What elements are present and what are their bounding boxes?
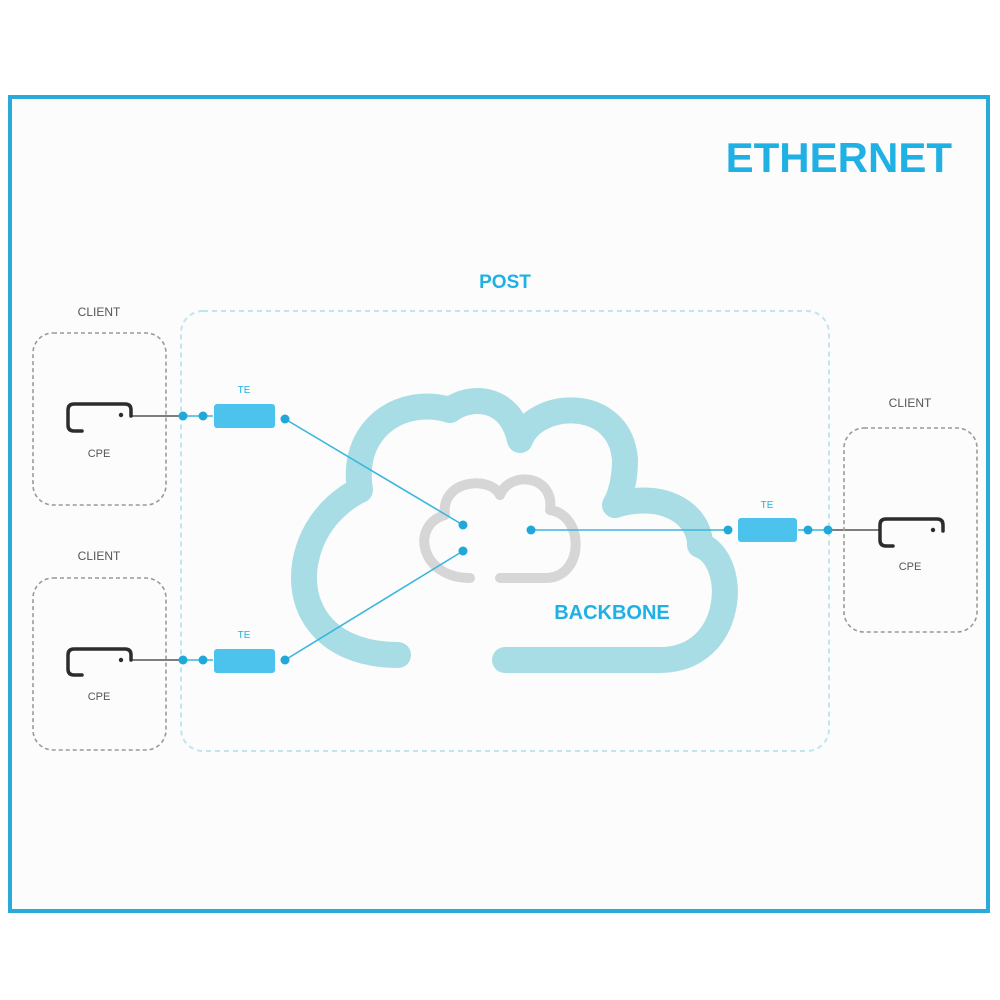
client-region (32, 332, 167, 506)
te-label: TE (238, 630, 251, 641)
diagram-frame (8, 95, 990, 913)
cpe-device-icon (66, 402, 133, 433)
client-label: CLIENT (78, 549, 121, 563)
client-1: CLIENT CPE (32, 305, 167, 506)
link-te2-backbone (284, 550, 464, 661)
te-box (738, 518, 797, 542)
te-node-3: TE (738, 500, 797, 542)
node-dot (198, 655, 208, 665)
node-dot (198, 411, 208, 421)
cpe-label: CPE (899, 561, 922, 573)
cpe-device-icon (878, 517, 945, 548)
te-label: TE (761, 500, 774, 511)
node-dot (458, 520, 468, 530)
te-label: TE (238, 385, 251, 396)
node-dot (178, 655, 188, 665)
node-dot (823, 525, 833, 535)
te-node-2: TE (214, 630, 275, 673)
node-dot (280, 655, 290, 665)
client-region (843, 427, 978, 633)
link-te1-backbone (284, 418, 464, 526)
client-3: CLIENT CPE (843, 396, 978, 633)
cpe-label: CPE (88, 691, 111, 703)
cpe-device-icon (66, 647, 133, 677)
node-dot (723, 525, 733, 535)
backbone-cloud (291, 388, 738, 673)
client-2: CLIENT CPE (32, 549, 167, 751)
cpe-label: CPE (88, 448, 111, 460)
node-dot (280, 414, 290, 424)
client-region (32, 577, 167, 751)
inner-cloud (419, 474, 581, 583)
te-box (214, 404, 275, 428)
te-box (214, 649, 275, 673)
post-region (180, 310, 830, 752)
te-node-1: TE (214, 385, 275, 428)
node-dot (526, 525, 536, 535)
post-label: POST (479, 272, 531, 293)
backbone-label: BACKBONE (554, 602, 670, 624)
node-dot (178, 411, 188, 421)
diagram-title: ETHERNET (726, 134, 953, 181)
node-dot (803, 525, 813, 535)
client-label: CLIENT (78, 305, 121, 319)
client-label: CLIENT (889, 396, 932, 410)
node-dot (458, 546, 468, 556)
